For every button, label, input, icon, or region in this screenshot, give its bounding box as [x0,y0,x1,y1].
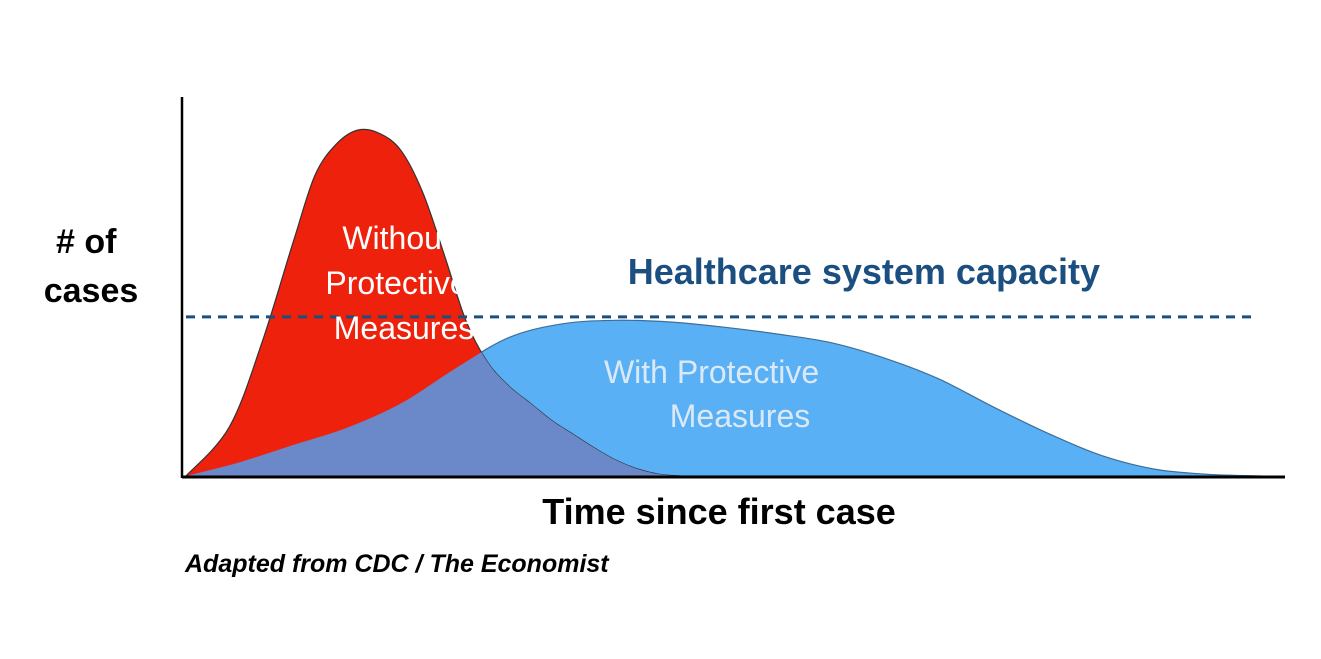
series-overlap-area [186,320,681,476]
y-axis-label: # of cases [44,223,139,310]
source-note: Adapted from CDC / The Economist [184,550,610,578]
series-area-without-protective-measures [184,128,682,477]
x-axis-label: Time since first case [542,491,896,532]
without-measures-label: Without Protective Measures [325,220,476,346]
with-measures-label: With Protective Measures [604,354,828,434]
capacity-label: Healthcare system capacity [628,251,1100,292]
